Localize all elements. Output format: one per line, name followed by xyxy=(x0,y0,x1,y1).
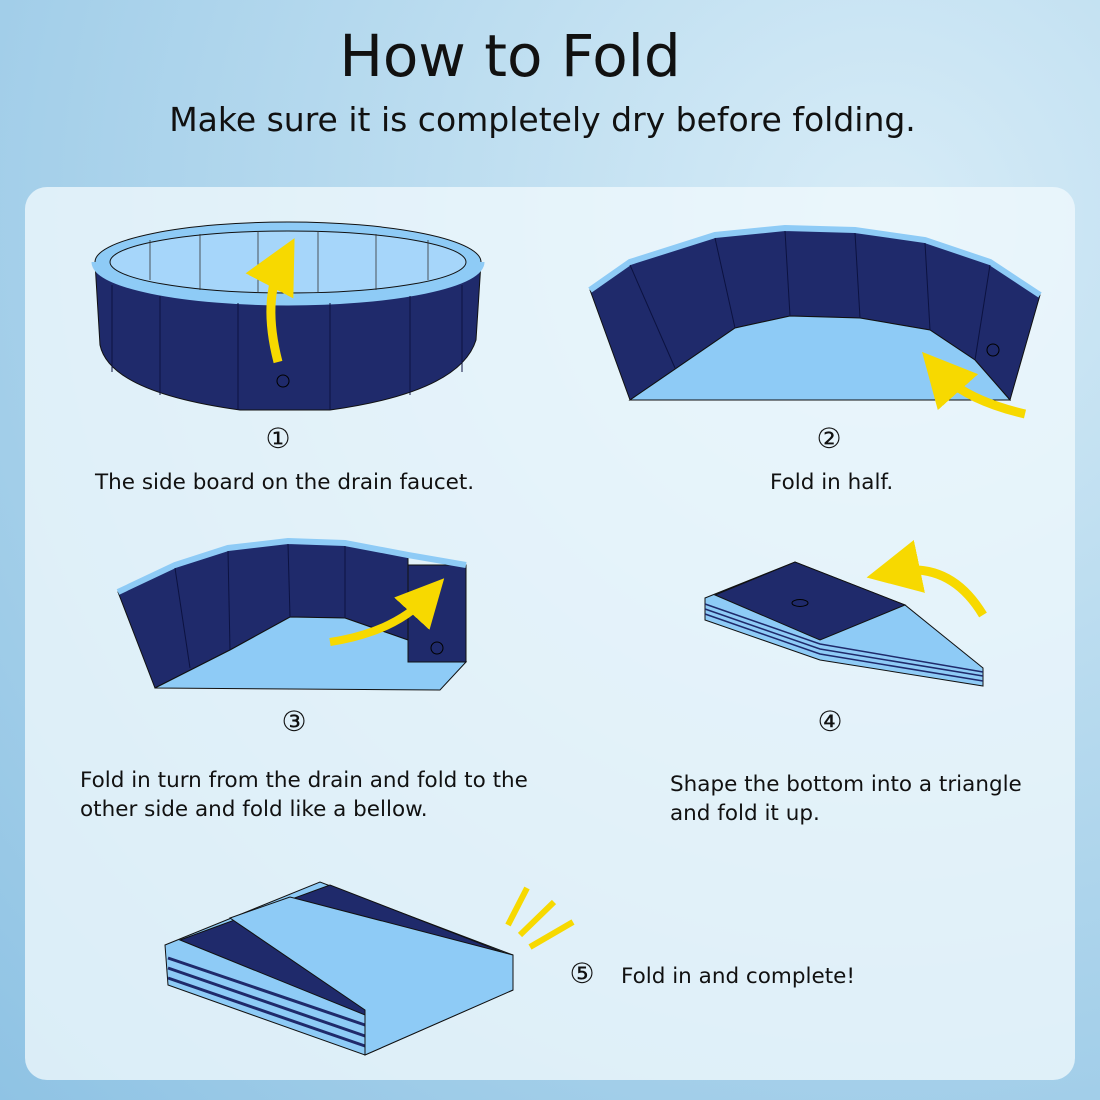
arrow-icon xyxy=(866,540,987,618)
step4-caption: Shape the bottom into a triangle and fol… xyxy=(670,772,1022,826)
step1-pool-illustration xyxy=(91,221,485,411)
step3-caption: Fold in turn from the drain and fold to … xyxy=(80,768,528,822)
step3-bellow-fold-illustration xyxy=(116,537,468,691)
step5-number: ⑤ xyxy=(569,957,595,990)
step2-number: ② xyxy=(816,422,842,455)
step2-half-fold-illustration xyxy=(588,224,1042,419)
page-subtitle: Make sure it is completely dry before fo… xyxy=(169,100,916,139)
step1-caption: The side board on the drain faucet. xyxy=(95,470,475,495)
step2-caption: Fold in half. xyxy=(770,470,894,495)
page-title: How to Fold xyxy=(339,22,681,90)
arrow-icon xyxy=(329,578,445,646)
step1-number: ① xyxy=(265,422,291,455)
step5-folded-pool-illustration xyxy=(164,881,575,1056)
arrow-icon xyxy=(922,351,1027,419)
step5-caption: Fold in and complete! xyxy=(621,964,855,989)
step4-number: ④ xyxy=(817,705,843,738)
step4-triangle-fold-illustration xyxy=(704,540,987,687)
step3-number: ③ xyxy=(281,705,307,738)
arrow-icon xyxy=(245,238,295,364)
